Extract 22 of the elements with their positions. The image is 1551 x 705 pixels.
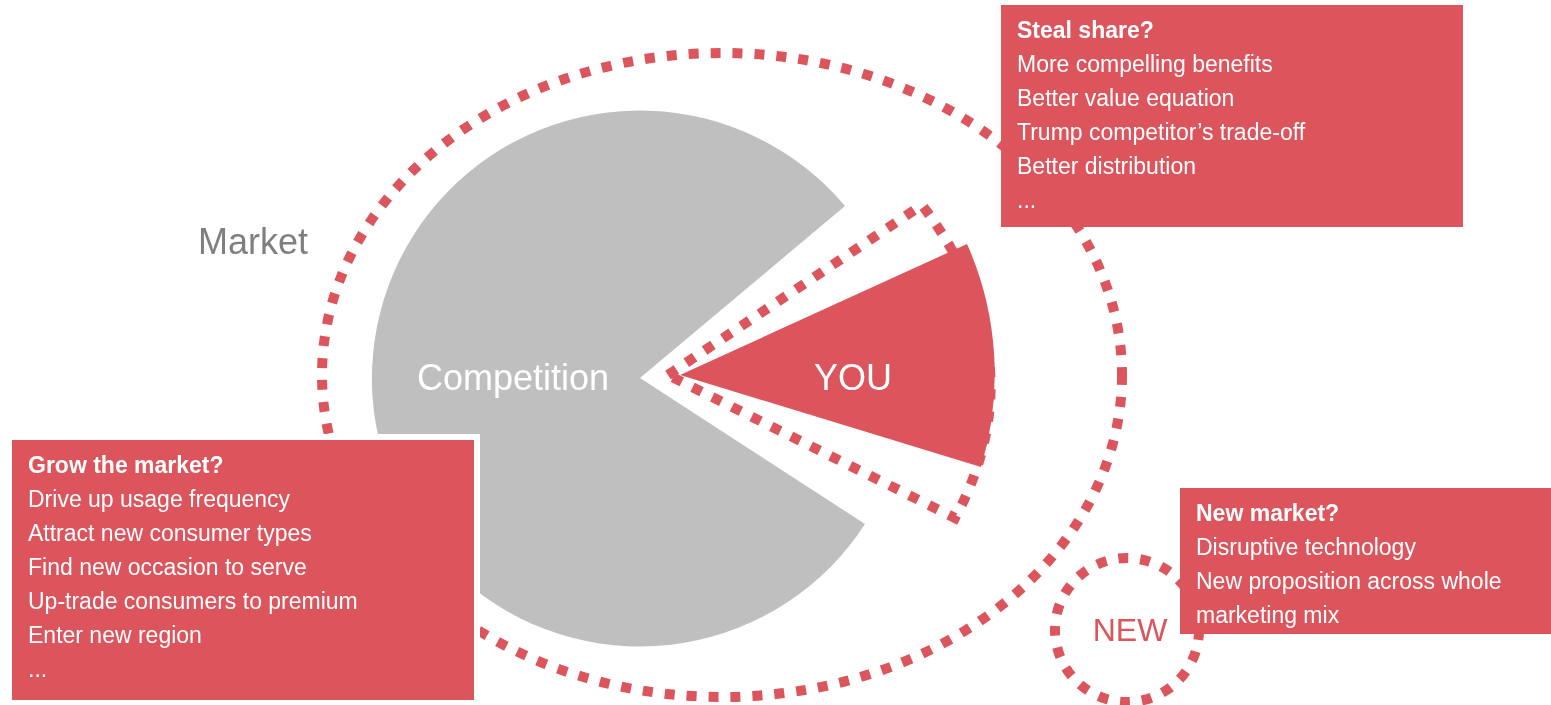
list-item: Attract new consumer types [28,519,313,548]
panel-heading: New market? [1196,499,1341,528]
list-item: Trump competitor’s trade-off [1017,118,1307,147]
list-item: Better value equation [1017,84,1236,113]
list-item: New proposition across whole marketing mix [1196,567,1503,630]
list-item: Better distribution [1017,152,1197,181]
list-item: Up-trade consumers to premium [28,587,359,616]
slice-label: YOU [814,357,892,399]
list-item: Enter new region [28,621,203,650]
list-item: ... [1017,186,1038,215]
list-item: ... [28,655,49,684]
list-item: More compelling benefits [1017,50,1274,79]
circle-label: NEW [1092,611,1168,649]
text-panel [1180,488,1551,634]
list-item: Drive up usage frequency [28,485,292,514]
market-label: Market [198,221,308,263]
panel-heading: Grow the market? [28,451,225,480]
panel-heading: Steal share? [1017,16,1155,45]
slice-label: Competition [416,357,610,399]
list-item: Find new occasion to serve [28,553,308,582]
text-panel [1001,5,1463,227]
list-item: Disruptive technology [1196,533,1417,562]
